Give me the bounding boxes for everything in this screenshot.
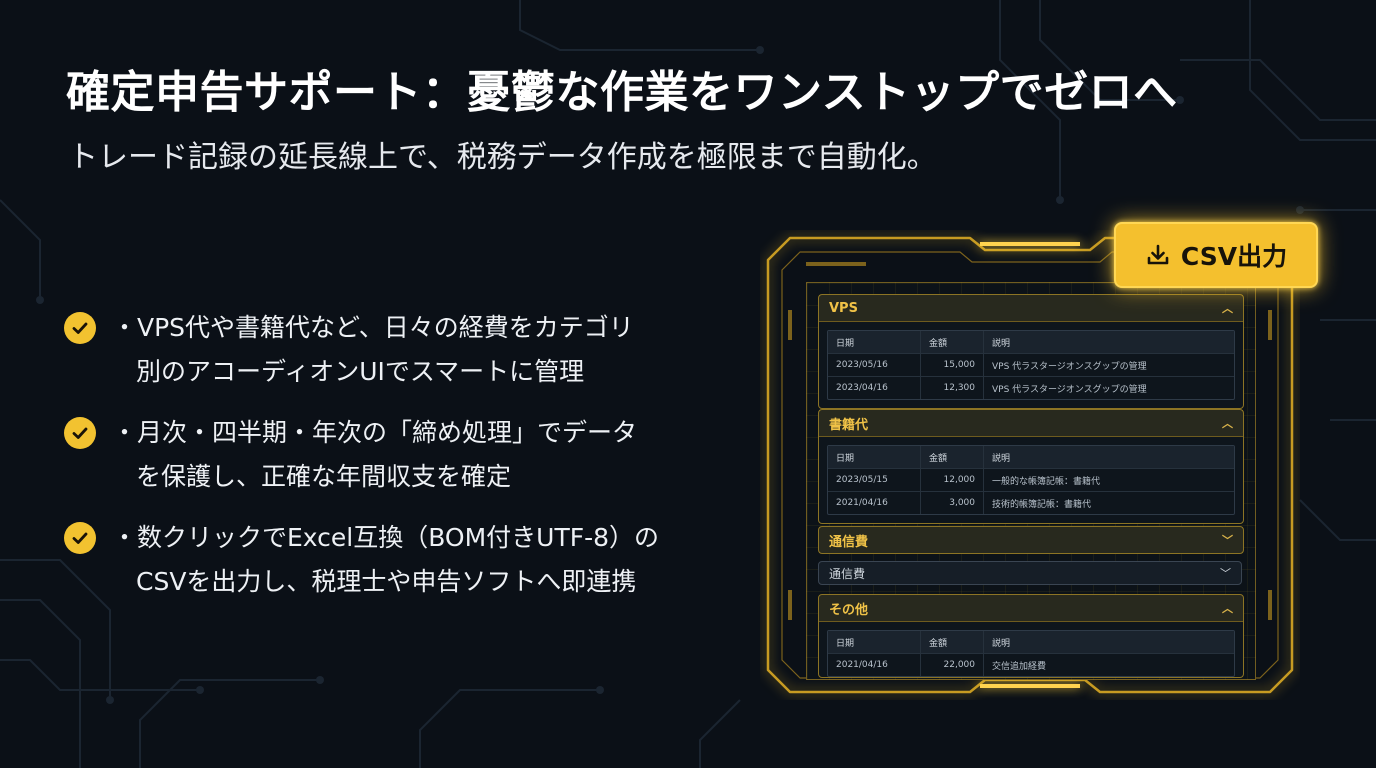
column-header-description: 説明	[992, 338, 1011, 349]
feature-text-line: CSVを出力し、税理士や申告ソフトへ即連携	[136, 567, 637, 596]
cell-date: 2021/04/16	[828, 492, 921, 514]
table-row[interactable]: 2021/04/16 22,000 交信追加経費	[828, 654, 1234, 676]
table-row[interactable]: 2021/04/16 3,000 技術的帳簿記帳：書籍代	[828, 492, 1234, 514]
page-subtitle: トレード記録の延長線上で、税務データ作成を極限まで自動化。	[68, 140, 937, 175]
feature-text-line: ・VPS代や書籍代など、日々の経費をカテゴリ	[112, 313, 634, 342]
table-header-row: 日期 金額 説明	[828, 331, 1234, 354]
feature-text-line: ・月次・四半期・年次の「締め処理」でデータ	[112, 418, 638, 447]
accordion-panel-vps: VPS ︿ 日期 金額 説明 2023/05/16 15,000 VPS 代ラス…	[818, 294, 1244, 409]
feature-item: ・数クリックでExcel互換（BOM付きUTF-8）の CSVを出力し、税理士や…	[64, 516, 744, 604]
download-icon	[1147, 244, 1169, 265]
table-header-row: 日期 金額 説明	[828, 631, 1234, 654]
chevron-up-icon: ︿	[1222, 302, 1233, 315]
chevron-up-icon: ︿	[1222, 417, 1233, 430]
column-header-amount: 金額	[921, 446, 984, 468]
accordion-title: 書籍代	[829, 417, 869, 433]
accordion-panel-communication: 通信費 ﹀	[818, 526, 1244, 554]
cell-description: 技術的帳簿記帳：書籍代	[992, 499, 1092, 510]
expense-table: 日期 金額 説明 2023/05/16 15,000 VPS 代ラスタージオンス…	[827, 330, 1235, 400]
column-header-description: 説明	[992, 453, 1011, 464]
column-header-description: 説明	[992, 638, 1011, 649]
cell-date: 2021/04/16	[828, 654, 921, 676]
expense-table: 日期 金額 説明 2021/04/16 22,000 交信追加経費	[827, 630, 1235, 677]
accordion-panel-other: その他 ︿ 日期 金額 説明 2021/04/16 22,000 交信追加経費	[818, 594, 1244, 678]
accordion-title: VPS	[829, 300, 858, 316]
cell-date: 2023/05/16	[828, 354, 921, 376]
accordion-title: その他	[829, 602, 869, 618]
cell-amount: 15,000	[921, 354, 984, 376]
cell-description: 交信追加経費	[992, 661, 1047, 672]
chevron-up-icon: ︿	[1222, 602, 1233, 615]
cell-date: 2023/04/16	[828, 377, 921, 399]
feature-text-line: ・数クリックでExcel互換（BOM付きUTF-8）の	[112, 523, 660, 552]
table-header-row: 日期 金額 説明	[828, 446, 1234, 469]
check-circle-icon	[64, 522, 96, 554]
cell-description: VPS 代ラスタージオンスグップの管理	[992, 361, 1147, 372]
cell-amount: 12,300	[921, 377, 984, 399]
accordion-panel-books: 書籍代 ︿ 日期 金額 説明 2023/05/15 12,000 一般的な帳簿記…	[818, 409, 1244, 524]
column-header-amount: 金額	[921, 331, 984, 353]
chevron-down-icon: ﹀	[1220, 567, 1231, 580]
cell-description: 一般的な帳簿記帳：書籍代	[992, 476, 1101, 487]
check-circle-icon	[64, 312, 96, 344]
cell-amount: 22,000	[921, 654, 984, 676]
feature-item: ・VPS代や書籍代など、日々の経費をカテゴリ 別のアコーディオンUIでスマートに…	[64, 306, 744, 394]
csv-export-button[interactable]: CSV出力	[1114, 222, 1318, 288]
accordion-header-communication[interactable]: 通信費 ﹀	[819, 527, 1243, 553]
feature-list: ・VPS代や書籍代など、日々の経費をカテゴリ 別のアコーディオンUIでスマートに…	[64, 306, 744, 621]
column-header-date: 日期	[828, 631, 921, 653]
cell-amount: 12,000	[921, 469, 984, 491]
accordion-header-books[interactable]: 書籍代 ︿	[819, 410, 1243, 437]
device-frame	[766, 236, 1294, 694]
column-header-amount: 金額	[921, 631, 984, 653]
cell-description: VPS 代ラスタージオンスグップの管理	[992, 384, 1147, 395]
feature-text-line: 別のアコーディオンUIでスマートに管理	[136, 357, 585, 386]
table-row[interactable]: 2023/05/15 12,000 一般的な帳簿記帳：書籍代	[828, 469, 1234, 492]
accordion-header-vps[interactable]: VPS ︿	[819, 295, 1243, 322]
column-header-date: 日期	[828, 331, 921, 353]
column-header-date: 日期	[828, 446, 921, 468]
expense-table: 日期 金額 説明 2023/05/15 12,000 一般的な帳簿記帳：書籍代 …	[827, 445, 1235, 515]
accordion-title: 通信費	[829, 534, 869, 550]
table-row[interactable]: 2023/05/16 15,000 VPS 代ラスタージオンスグップの管理	[828, 354, 1234, 377]
category-dropdown[interactable]: 通信費 ﹀	[818, 561, 1242, 585]
dropdown-label: 通信費	[829, 566, 866, 581]
accordion-header-other[interactable]: その他 ︿	[819, 595, 1243, 622]
table-row[interactable]: 2023/04/16 12,300 VPS 代ラスタージオンスグップの管理	[828, 377, 1234, 399]
check-circle-icon	[64, 417, 96, 449]
cell-date: 2023/05/15	[828, 469, 921, 491]
chevron-down-icon: ﹀	[1222, 534, 1233, 547]
cell-amount: 3,000	[921, 492, 984, 514]
feature-item: ・月次・四半期・年次の「締め処理」でデータ を保護し、正確な年間収支を確定	[64, 411, 744, 499]
feature-text-line: を保護し、正確な年間収支を確定	[136, 462, 512, 491]
csv-export-label: CSV出力	[1180, 242, 1288, 271]
page-title: 確定申告サポート：憂鬱な作業をワンストップでゼロへ	[66, 67, 1178, 118]
